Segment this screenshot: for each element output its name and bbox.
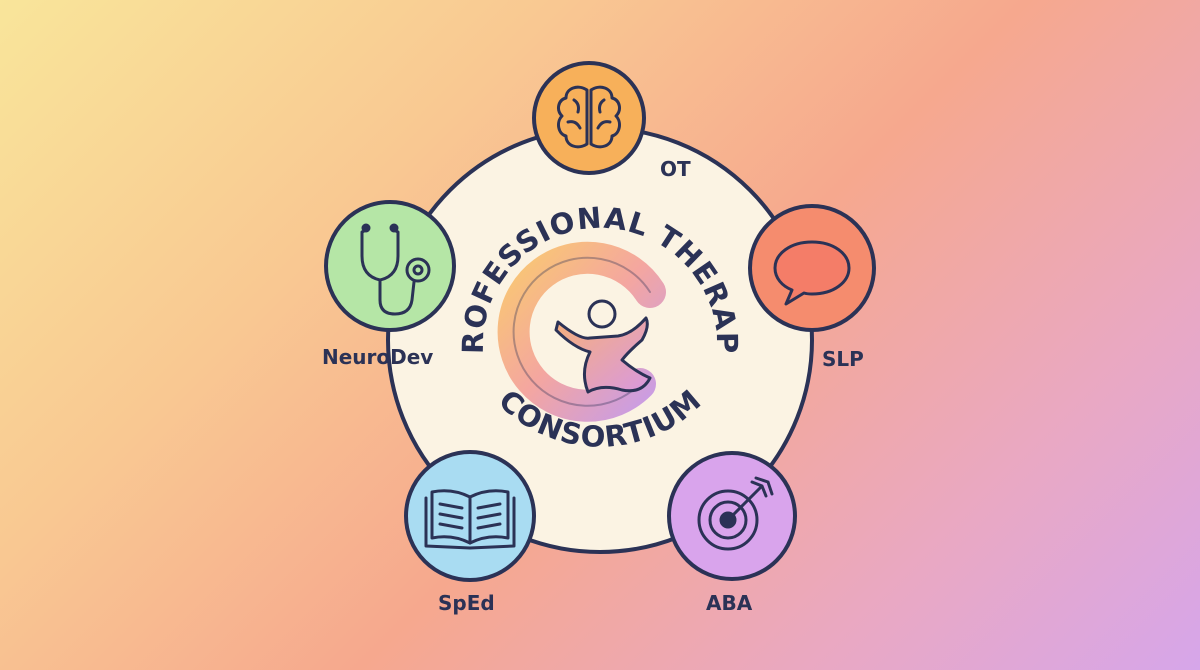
- open-book-icon: [424, 489, 516, 550]
- brain-icon: [557, 85, 621, 149]
- consortium-logo-icon: [497, 241, 666, 422]
- stethoscope-icon: [360, 223, 431, 316]
- target-arrow-icon: [697, 476, 774, 551]
- node-label-sped: SpEd: [438, 591, 495, 615]
- speech-bubble-icon: [773, 240, 851, 306]
- node-aba[interactable]: ABA: [667, 451, 797, 615]
- node-label-ot: OT: [660, 157, 691, 181]
- node-sped[interactable]: SpEd: [404, 450, 536, 615]
- node-label-slp: SLP: [822, 347, 864, 371]
- node-neurodev[interactable]: NeuroDev: [322, 200, 456, 369]
- node-label-neurodev: NeuroDev: [322, 345, 433, 369]
- node-slp[interactable]: SLP: [748, 204, 876, 371]
- node-ot[interactable]: OT: [532, 61, 691, 181]
- node-label-aba: ABA: [706, 591, 753, 615]
